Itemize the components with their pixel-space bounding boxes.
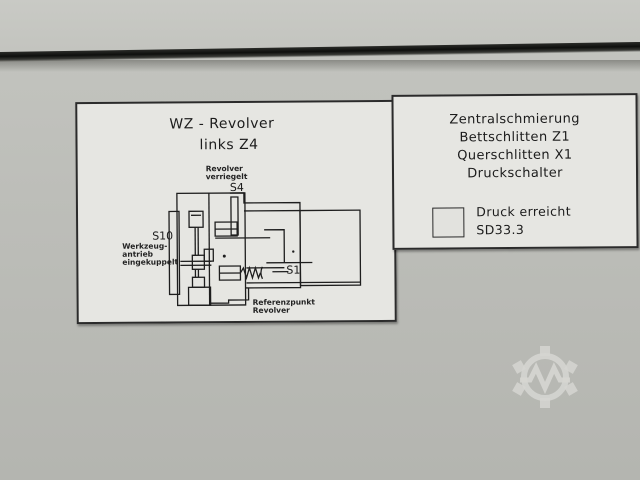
pressure-reached-label: Druck erreicht bbox=[476, 203, 572, 220]
switch-address-label: SD33.3 bbox=[476, 221, 525, 238]
plate-line-3: Querschlitten X1 bbox=[457, 147, 573, 164]
gear-pulse-icon bbox=[512, 346, 578, 408]
plate-line-2: Bettschlitten Z1 bbox=[459, 129, 571, 146]
plate-line-1: Zentralschmierung bbox=[449, 111, 580, 128]
label-tool-drive-3: eingekuppelt bbox=[122, 257, 179, 267]
plate-line-4: Druckschalter bbox=[467, 165, 563, 182]
turret-label-plate: WZ - Revolver links Z4 bbox=[75, 99, 397, 325]
lubrication-label-plate: Zentralschmierung Bettschlitten Z1 Quers… bbox=[391, 93, 639, 250]
seam-shadow bbox=[0, 60, 640, 72]
label-revolver-locked-2: verriegelt bbox=[205, 171, 248, 182]
label-reference-2: Revolver bbox=[252, 305, 290, 315]
label-s4: S4 bbox=[229, 180, 244, 195]
turret-schematic-diagram bbox=[168, 192, 362, 307]
pressure-indicator-box bbox=[432, 207, 465, 238]
label-s1: S1 bbox=[286, 263, 301, 277]
